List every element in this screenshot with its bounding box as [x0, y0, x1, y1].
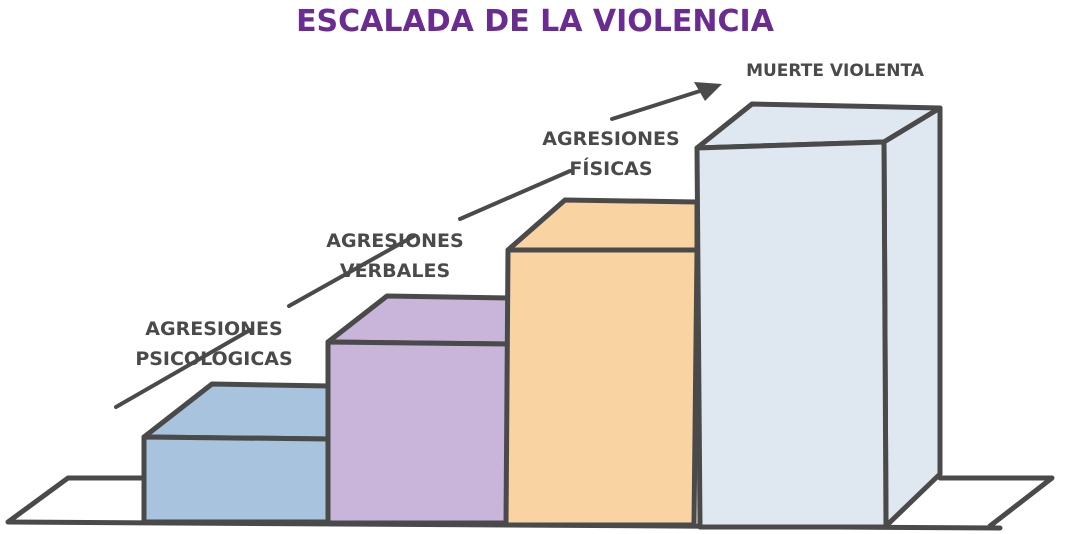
escalation-line: [114, 89, 702, 409]
step-muerte-front: [694, 139, 889, 530]
label-muerte-violenta: MUERTE VIOLENTA: [746, 61, 924, 81]
step-muerte-side: [881, 105, 943, 529]
step-fisicas-top: [505, 197, 700, 253]
step-verbales-front: [325, 339, 511, 526]
arrow-head-icon: [694, 82, 722, 101]
step-psicologicas-front: [141, 434, 333, 525]
step-fisicas-front: [503, 247, 700, 528]
step-psicologicas-top: [141, 381, 333, 442]
step-verbales-top: [325, 293, 513, 347]
diagram-title: ESCALADA DE LA VIOLENCIA: [296, 4, 774, 39]
